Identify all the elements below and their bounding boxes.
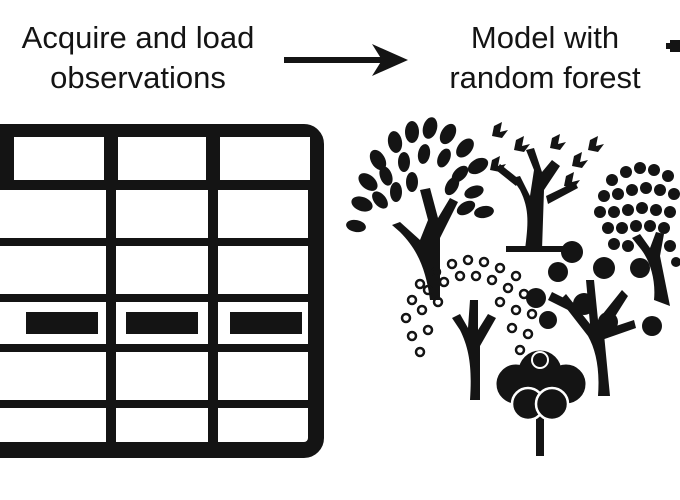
- step-model-line2: random forest: [449, 60, 641, 95]
- leafy-tree-icon: [346, 117, 494, 300]
- data-table-icon: [0, 124, 324, 458]
- maple-tree-icon: [490, 122, 604, 252]
- step-acquire-line2: observations: [50, 60, 226, 95]
- next-arrow-icon: [666, 40, 680, 52]
- dotted-tree-icon: [594, 162, 680, 306]
- ball-tree-icon: [526, 241, 662, 396]
- forest-trees-icon: [346, 117, 680, 456]
- step-acquire-label: Acquire and load observations: [0, 18, 276, 98]
- highlighted-row: [26, 312, 302, 334]
- step-model-label: Model with random forest: [420, 18, 670, 98]
- round-tree-icon: [496, 350, 586, 456]
- right-arrow-icon: [284, 44, 408, 76]
- step-acquire-line1: Acquire and load: [21, 20, 255, 55]
- hollow-dot-tree-icon: [400, 254, 538, 400]
- step-model-line1: Model with: [470, 20, 620, 55]
